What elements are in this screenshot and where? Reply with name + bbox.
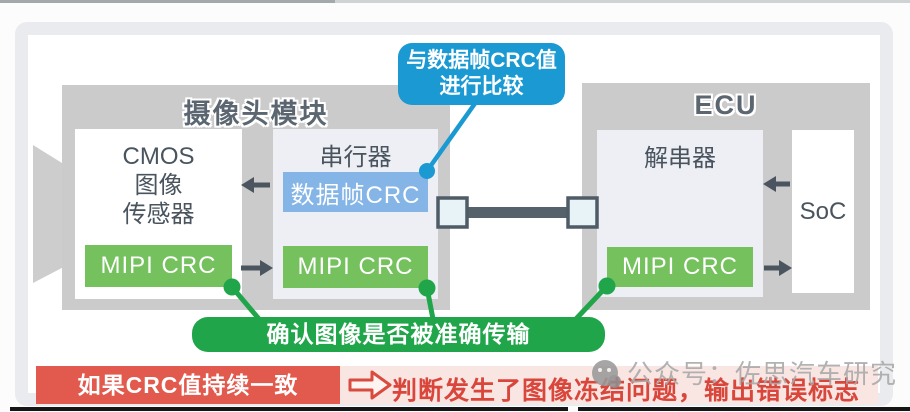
camera-module-title: 摄像头模块	[183, 99, 329, 129]
serializer-mipi-crc-chip: MIPI CRC	[283, 246, 428, 288]
cmos-label-line2: 图像	[134, 172, 183, 199]
top-edge-line-dark	[0, 0, 335, 3]
serializer-box: 串行器 数据帧CRC MIPI CRC	[273, 129, 438, 299]
top-edge-line	[0, 0, 910, 3]
deserializer-mipi-crc-chip: MIPI CRC	[607, 247, 753, 287]
cmos-sensor-label: CMOS 图像 传感器	[75, 129, 242, 229]
cmos-label-line3: 传感器	[122, 201, 195, 228]
deserializer-box: 解串器 MIPI CRC	[597, 130, 763, 297]
deserializer-title: 解串器	[644, 145, 716, 172]
compare-callout-line2: 进行比较	[439, 75, 524, 98]
compare-callout-line1: 与数据帧CRC值	[406, 49, 557, 72]
bottom-edge-bar-right	[578, 407, 910, 411]
condition-box: 如果CRC值持续一致	[36, 366, 340, 404]
cmos-mipi-crc-chip: MIPI CRC	[85, 245, 232, 287]
soc-label: SoC	[799, 197, 847, 225]
lens-light-shape	[33, 145, 62, 283]
wechat-emoji-icon	[592, 359, 621, 388]
compare-callout: 与数据帧CRC值 进行比较	[398, 43, 565, 105]
flow-arrow-icon	[348, 369, 392, 406]
confirm-callout: 确认图像是否被准确传输	[192, 317, 605, 352]
watermark-text: 公众号：佐思汽车研究	[627, 359, 898, 389]
result-text: 判断发生了图像冻结问题，输出错误标志	[392, 377, 861, 405]
cmos-sensor-box: CMOS 图像 传感器 MIPI CRC	[75, 129, 242, 299]
cmos-label-line1: CMOS	[122, 143, 195, 170]
ecu-title: ECU	[694, 90, 758, 120]
data-frame-crc-chip: 数据帧CRC	[283, 172, 428, 212]
bottom-edge-bar-left	[10, 407, 568, 411]
serializer-title: 串行器	[319, 144, 392, 171]
watermark: 公众号：佐思汽车研究	[592, 354, 897, 391]
soc-box: SoC	[792, 130, 854, 293]
